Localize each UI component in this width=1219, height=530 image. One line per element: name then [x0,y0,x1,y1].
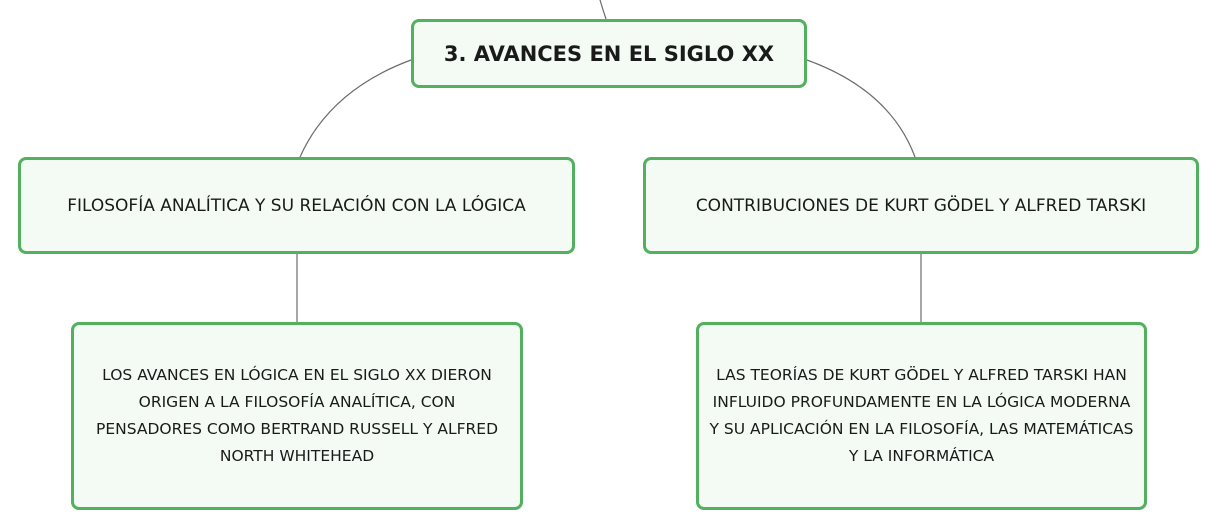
detail-node-text: LOS AVANCES EN LÓGICA EN EL SIGLO XX DIE… [95,366,499,465]
root-node-label: 3. AVANCES EN EL SIGLO XX [443,41,775,66]
connector-from-parent [599,0,607,20]
connector-root-to-right-topic [806,59,916,158]
topic-node-analytic-philosophy[interactable]: FILOSOFÍA ANALÍTICA Y SU RELACIÓN CON LA… [18,157,575,254]
root-node[interactable]: 3. AVANCES EN EL SIGLO XX [411,19,807,88]
topic-node-label: FILOSOFÍA ANALÍTICA Y SU RELACIÓN CON LA… [67,195,526,216]
detail-node-text: LAS TEORÍAS DE KURT GÖDEL Y ALFRED TARSK… [709,366,1134,465]
topic-node-label: CONTRIBUCIONES DE KURT GÖDEL Y ALFRED TA… [695,195,1147,216]
detail-node-analytic-philosophy[interactable]: LOS AVANCES EN LÓGICA EN EL SIGLO XX DIE… [71,322,523,510]
topic-node-godel-tarski[interactable]: CONTRIBUCIONES DE KURT GÖDEL Y ALFRED TA… [643,157,1199,254]
detail-node-godel-tarski[interactable]: LAS TEORÍAS DE KURT GÖDEL Y ALFRED TARSK… [696,322,1147,510]
connector-root-to-left-topic [299,59,412,158]
